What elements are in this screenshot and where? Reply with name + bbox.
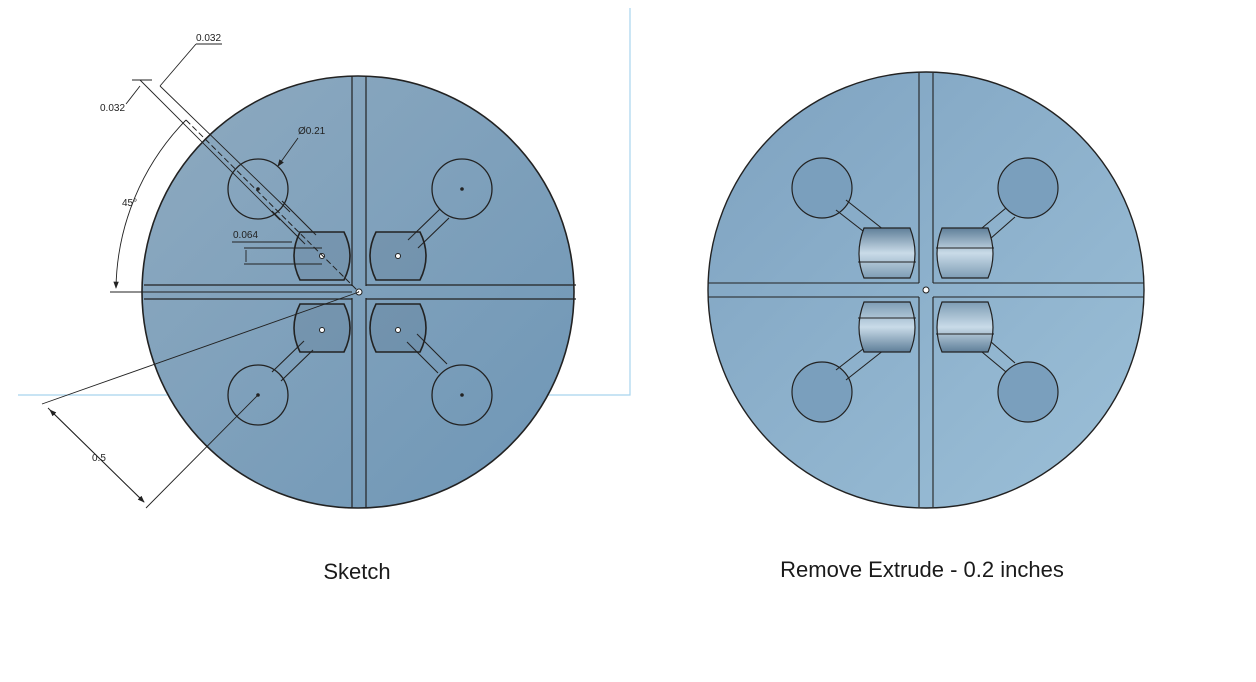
extrude-chamber-floor-lines: [858, 247, 994, 335]
dim-angle: 45°: [122, 198, 137, 209]
extrude-view: [707, 71, 1145, 509]
sketch-view: 0.032 0.032 Ø0.21 45° 0.064 0.5: [18, 8, 631, 509]
dim-radius: [41, 291, 360, 509]
extrude-cross-channels: [708, 73, 1144, 507]
sketch-reservoirs: [227, 158, 493, 426]
caption-extrude: Remove Extrude - 0.2 inches: [780, 557, 1064, 582]
dim-slot-width-b: 0.032: [100, 103, 125, 114]
dim-diameter-leader: [277, 137, 299, 167]
sketch-diagonal-channels: [271, 200, 450, 382]
dim-chamber-height-text: 0.064: [233, 230, 258, 241]
extrude-reservoirs: [791, 157, 1059, 423]
dim-slot-width-a: 0.032: [196, 33, 221, 44]
dim-slot-width: [125, 43, 291, 221]
dim-angle-arc: [113, 119, 187, 289]
extrude-origin: [922, 286, 930, 294]
sketch-chamber-points: [319, 253, 401, 333]
caption-sketch: Sketch: [323, 559, 391, 584]
construction-line: [185, 119, 360, 293]
dim-chamber-height: [232, 241, 322, 265]
dim-diameter: Ø0.21: [298, 126, 326, 137]
sketch-cross-channels: [144, 76, 576, 508]
extrude-chambers: [858, 227, 994, 353]
dim-radius-text: 0.5: [92, 453, 106, 464]
